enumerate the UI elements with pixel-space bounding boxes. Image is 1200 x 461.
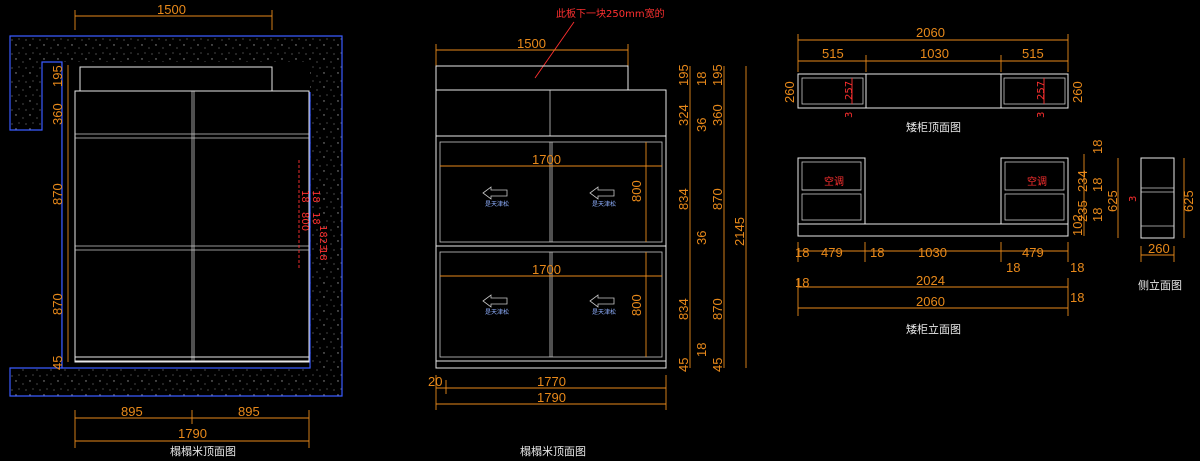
rc2-870b: 870 xyxy=(710,298,725,320)
lct-part-2: 1030 xyxy=(920,46,949,61)
lce-bp-18a: 18 xyxy=(795,245,809,260)
rc1-834b: 834 xyxy=(676,298,691,320)
side-elevation-drawing: 625 625 3 260 侧立面图 xyxy=(1105,157,1196,292)
rc1-36a: 36 xyxy=(694,118,709,132)
arrow-icon xyxy=(482,294,508,308)
lct-red-3b: 3 xyxy=(1036,112,1047,118)
rc1-324: 324 xyxy=(676,104,691,126)
rc1-36b: 36 xyxy=(694,231,709,245)
rc2-870a: 870 xyxy=(710,188,725,210)
elev-bottom-inner: 1770 xyxy=(537,374,566,389)
rc1-45: 45 xyxy=(676,358,691,372)
lct-depth-left: 260 xyxy=(782,81,797,103)
red-note-3: 18 xyxy=(310,190,321,203)
lct-depth-right: 260 xyxy=(1070,81,1085,103)
tatami-plan-drawing: 18 800 18 18 1823 18 1500 195 360 870 87… xyxy=(9,2,343,458)
left-dim-360: 360 xyxy=(50,103,65,125)
left-dim-870a: 870 xyxy=(50,183,65,205)
lce-red-label-2: 空调 xyxy=(1027,175,1047,188)
lct-red-3a: 3 xyxy=(844,112,855,118)
left-dim-870b: 870 xyxy=(50,293,65,315)
low-cabinet-top-caption: 矮柜顶面图 xyxy=(906,120,961,134)
lce-rd-234: 234 xyxy=(1075,170,1090,192)
lce-rd-235: 235 xyxy=(1075,200,1090,222)
tatami-plan-caption: 榻榻米顶面图 xyxy=(170,444,236,458)
rc2-195: 195 xyxy=(710,64,725,86)
lce-rd-18b: 18 xyxy=(1090,178,1105,192)
tatami-elevation-caption: 榻榻米顶面图 xyxy=(520,444,586,458)
lce-r2-18a: 18 xyxy=(795,275,809,290)
lct-red-257b: 257 xyxy=(1036,81,1047,100)
lct-part-3: 515 xyxy=(1022,46,1044,61)
low-cabinet-elevation-drawing: 空调 空调 18 234 18 235 18 102 18 479 18 103… xyxy=(795,140,1105,336)
elev-bottom-total: 1790 xyxy=(537,390,566,405)
side-depth: 260 xyxy=(1148,241,1170,256)
left-dim-195: 195 xyxy=(50,65,65,87)
room-void xyxy=(62,62,310,368)
rc2-45: 45 xyxy=(710,358,725,372)
bottom-dim-895b: 895 xyxy=(238,404,260,419)
red-note-6: 18 xyxy=(317,248,328,261)
elev-top-width: 1500 xyxy=(517,36,546,51)
lce-rd-18c: 18 xyxy=(1090,208,1105,222)
door-height-upper: 800 xyxy=(629,180,644,202)
rc1-195: 195 xyxy=(676,64,691,86)
side-height-left: 625 xyxy=(1105,190,1120,212)
bottom-dim-1790: 1790 xyxy=(178,426,207,441)
lce-bp-479b: 479 xyxy=(1022,245,1044,260)
lce-total: 2060 xyxy=(916,294,945,309)
lct-red-257a: 257 xyxy=(844,81,855,100)
lct-total: 2060 xyxy=(916,25,945,40)
lce-bp-18d: 18 xyxy=(1070,260,1084,275)
door-label-3: 是天津松 xyxy=(485,308,509,316)
lce-red-label-1: 空调 xyxy=(824,175,844,188)
side-red-mark: 3 xyxy=(1128,196,1139,202)
arrow-icon xyxy=(482,186,508,200)
lce-bp-479a: 479 xyxy=(821,245,843,260)
lce-bp-18b: 18 xyxy=(870,245,884,260)
lce-r2-2024: 2024 xyxy=(916,273,945,288)
lce-rd-102: 102 xyxy=(1070,214,1085,236)
door-height-lower: 800 xyxy=(629,294,644,316)
inner-width-upper: 1700 xyxy=(532,152,561,167)
rc1b-18: 18 xyxy=(694,72,709,86)
side-elevation-caption: 侧立面图 xyxy=(1138,278,1182,292)
elevation-red-note: 此板下一块250mm宽的 xyxy=(556,7,665,20)
lce-r2-18b: 18 xyxy=(1070,290,1084,305)
left-dim-45: 45 xyxy=(50,356,65,370)
elev-bottom-offset: 20 xyxy=(428,374,442,389)
lct-part-1: 515 xyxy=(822,46,844,61)
arrow-icon xyxy=(589,186,615,200)
top-width-dim: 1500 xyxy=(157,2,186,17)
red-note-5: 1823 xyxy=(317,225,328,250)
door-label-1: 是天津松 xyxy=(485,200,509,208)
inner-width-lower: 1700 xyxy=(532,262,561,277)
low-cabinet-elevation-caption: 矮柜立面图 xyxy=(906,322,961,336)
bottom-dim-895a: 895 xyxy=(121,404,143,419)
tatami-elevation-drawing: 此板下一块250mm宽的 1500 是天津松 是天津松 是天津松 是天津松 17… xyxy=(428,7,747,458)
arrow-icon xyxy=(589,294,615,308)
red-note-2: 800 xyxy=(299,212,310,231)
door-label-4: 是天津松 xyxy=(592,308,616,316)
door-label-2: 是天津松 xyxy=(592,200,616,208)
rc1-18: 18 xyxy=(694,343,709,357)
elev-total-height: 2145 xyxy=(732,217,747,246)
low-cabinet-top-drawing: 2060 515 1030 515 260 260 257 3 257 3 矮柜… xyxy=(782,25,1085,134)
side-height-right: 625 xyxy=(1181,190,1196,212)
lce-bp-1030: 1030 xyxy=(918,245,947,260)
red-note-1: 18 xyxy=(299,190,310,203)
red-note-4: 18 xyxy=(310,212,321,225)
rc2-360: 360 xyxy=(710,104,725,126)
lce-bp-18c: 18 xyxy=(1006,260,1020,275)
rc1-834a: 834 xyxy=(676,188,691,210)
lce-rd-18a: 18 xyxy=(1090,140,1105,154)
